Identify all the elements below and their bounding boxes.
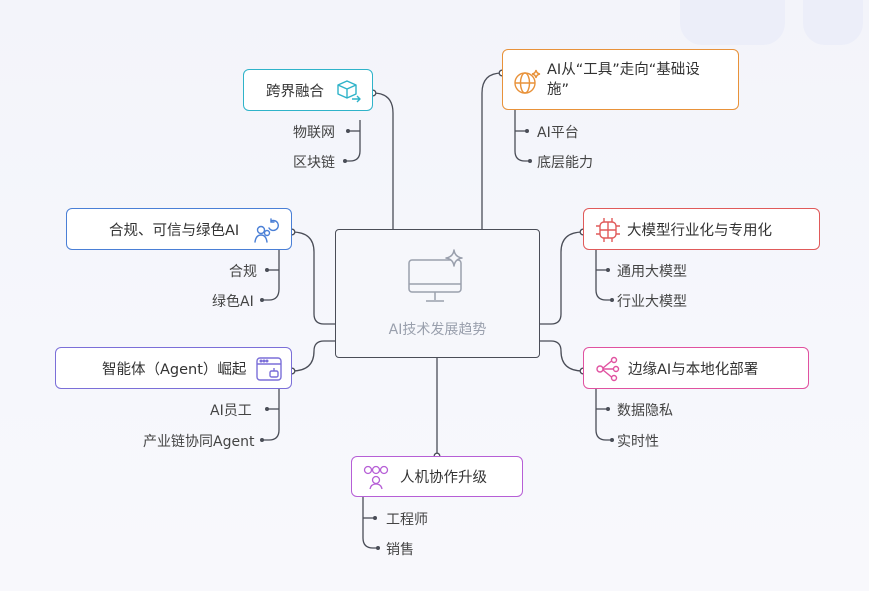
branch-title: 大模型行业化与专用化 — [627, 222, 772, 239]
leaf-item: 绿色AI — [212, 294, 254, 310]
branch-title: AI从“工具”走向“基础设 施” — [547, 62, 700, 98]
branch-title: 智能体（Agent）崛起 — [102, 361, 247, 378]
branch-edge-ai-local-deployment[interactable]: 边缘AI与本地化部署 — [583, 347, 809, 389]
browser-bot-icon — [256, 357, 282, 381]
leaf-item: 工程师 — [386, 512, 428, 528]
leaf-item: AI平台 — [537, 125, 579, 141]
branch-title: 跨界融合 — [266, 83, 324, 100]
leaf-item: 行业大模型 — [617, 294, 687, 310]
branch-title: 人机协作升级 — [400, 470, 487, 486]
share-nodes-icon — [596, 356, 620, 382]
branch-title: 合规、可信与绿色AI — [109, 222, 240, 239]
leaf-item: 区块链 — [293, 155, 335, 171]
branch-big-model-specialization[interactable]: 大模型行业化与专用化 — [583, 208, 820, 250]
decorative-block — [680, 0, 785, 45]
leaf-item: 物联网 — [293, 125, 335, 141]
leaf-item: 实时性 — [617, 434, 659, 450]
leaf-item: 通用大模型 — [617, 264, 687, 280]
leaf-item: 数据隐私 — [617, 403, 673, 419]
leaf-item: 销售 — [386, 542, 414, 558]
leaf-item: 底层能力 — [537, 155, 593, 171]
branch-compliance-green-ai[interactable]: 合规、可信与绿色AI — [66, 208, 292, 250]
leaf-item: 产业链协同Agent — [143, 434, 255, 450]
people-refresh-icon — [254, 218, 279, 243]
monitor-sparkle-icon — [408, 249, 463, 302]
central-topic-title: AI技术发展趋势 — [388, 322, 487, 338]
branch-cross-industry[interactable]: 跨界融合 — [243, 69, 373, 111]
cube-arrow-icon — [337, 80, 361, 103]
branch-agent-rise[interactable]: 智能体（Agent）崛起 — [55, 347, 292, 389]
decorative-block — [803, 0, 863, 45]
globe-sparkle-icon — [514, 69, 541, 94]
leaf-item: 合规 — [229, 264, 257, 280]
branch-ai-infrastructure[interactable]: AI从“工具”走向“基础设 施” — [502, 49, 739, 110]
neural-chip-icon — [596, 218, 620, 242]
leaf-item: AI员工 — [210, 403, 252, 419]
central-topic-node[interactable]: AI技术发展趋势 — [335, 229, 540, 358]
collab-people-icon — [363, 465, 389, 490]
branch-title: 边缘AI与本地化部署 — [628, 361, 759, 378]
branch-human-machine-collab[interactable]: 人机协作升级 — [351, 456, 523, 497]
